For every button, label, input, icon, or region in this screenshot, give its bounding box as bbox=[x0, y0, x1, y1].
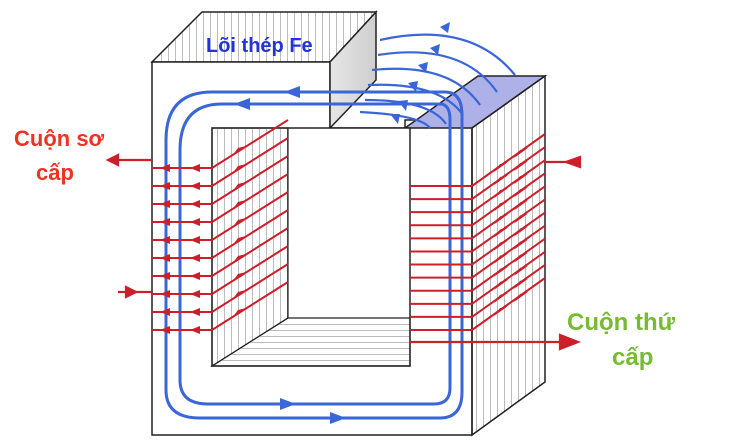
flux-loops bbox=[164, 90, 464, 420]
secondary-coil-turn bbox=[410, 237, 546, 292]
primary-leads bbox=[105, 153, 152, 299]
secondary-coil-turn bbox=[410, 159, 546, 214]
flux-arrow bbox=[330, 412, 346, 424]
secondary-coil-turn bbox=[410, 251, 546, 305]
primary-coil-turn bbox=[152, 263, 289, 316]
fringe-flux bbox=[359, 33, 516, 129]
primary-coil-turn bbox=[152, 173, 289, 226]
secondary-coil-turn bbox=[410, 172, 546, 227]
primary-coil bbox=[152, 119, 289, 334]
secondary-coil bbox=[410, 133, 546, 331]
core-step-face bbox=[329, 10, 377, 130]
lead-arrow-out bbox=[105, 153, 120, 167]
secondary-coil-turn bbox=[410, 198, 546, 253]
primary-coil-turn bbox=[152, 209, 289, 262]
fringe-flux-arrows bbox=[390, 22, 450, 124]
secondary-coil-turn bbox=[410, 277, 546, 331]
core-window-depth-bottom bbox=[209, 317, 411, 367]
primary-coil-turn bbox=[152, 119, 289, 172]
flux-arrows bbox=[234, 86, 346, 424]
secondary-coil-turn bbox=[410, 146, 546, 201]
flux-loop-outer bbox=[164, 90, 464, 420]
core-right-side-face bbox=[471, 74, 546, 437]
primary-coil-turn bbox=[152, 137, 289, 190]
primary-coil-turn bbox=[152, 191, 289, 244]
secondary-coil-turn bbox=[410, 185, 546, 240]
secondary-coil-turn bbox=[410, 264, 546, 318]
primary-coil-turn bbox=[152, 245, 289, 298]
primary-coil-turn bbox=[152, 155, 289, 208]
primary-coil-label-line2: cấp bbox=[36, 160, 74, 185]
primary-coil-turn bbox=[152, 281, 289, 334]
secondary-leads bbox=[410, 155, 582, 351]
lead-arrow-in bbox=[124, 285, 139, 299]
secondary-coil-turn bbox=[410, 224, 546, 279]
flux-loop-inner bbox=[178, 102, 452, 406]
primary-coil-turn bbox=[152, 227, 289, 280]
secondary-coil-turn bbox=[410, 133, 546, 187]
flux-arrow bbox=[234, 98, 250, 110]
primary-coil-label-line1: Cuộn sơ bbox=[14, 126, 105, 151]
secondary-coil-turn bbox=[410, 211, 546, 266]
secondary-coil-label-line2: cấp bbox=[612, 344, 653, 371]
lead-arrow-out bbox=[558, 333, 582, 351]
flux-arrow bbox=[284, 86, 300, 98]
flux-arrow bbox=[280, 398, 296, 410]
lead-arrow-in bbox=[562, 155, 582, 169]
core-label: Lõi thép Fe bbox=[206, 35, 313, 57]
secondary-coil-label-line1: Cuộn thứ bbox=[567, 309, 676, 336]
